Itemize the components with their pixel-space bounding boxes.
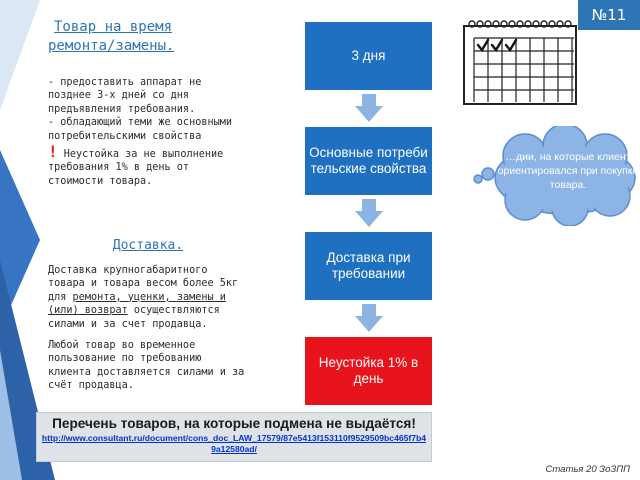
flow-box-delivery: Доставка при требовании — [305, 232, 432, 300]
thought-cloud-icon — [473, 126, 636, 226]
heading-line-1: Товар на время — [54, 19, 173, 35]
flow-box-properties: Основные потребительские свойства — [305, 127, 432, 195]
delivery-text: Доставка крупногабаритного товара и това… — [48, 264, 248, 393]
down-arrow-icon — [355, 94, 383, 122]
penalty-warning: ! Неустойка за не выполнение требования … — [48, 142, 248, 188]
requirement-2: - обладающий теми же основными потребите… — [48, 117, 233, 142]
delivery-title: Доставка. — [112, 238, 184, 253]
down-arrow-icon — [355, 199, 383, 227]
delivery-paragraph-2: Любой товар во временное пользование по … — [48, 340, 245, 392]
flow-box-3-days: 3 дня — [305, 22, 432, 90]
heading-line-2: ремонта/замены. — [48, 38, 175, 54]
delivery-p1-end: осуществляются силами и за счет продавца… — [48, 305, 220, 330]
penalty-box-main: Неустойка — [318, 355, 388, 370]
excluded-goods-banner: Перечень товаров, на которые подмена не … — [36, 412, 432, 462]
calendar-checkmarks-icon — [463, 20, 577, 105]
banner-title: Перечень товаров, на которые подмена не … — [52, 416, 416, 431]
flow-box-penalty: Неустойка 1% в день — [305, 337, 432, 405]
down-arrow-icon — [355, 304, 383, 332]
requirements-text: - предоставить аппарат не позднее 3-х дн… — [48, 76, 248, 188]
cloud-text: …дии, на которые клиент ориентировался п… — [497, 151, 639, 191]
consultant-link[interactable]: http://www.consultant.ru/document/cons_d… — [41, 433, 427, 454]
delivery-paragraph-1: Доставка крупногабаритного товара и това… — [48, 264, 248, 331]
deco-triangle-top — [0, 0, 40, 110]
deco-triangle-corner — [0, 350, 22, 480]
footer-note: Статья 20 ЗоЗПП — [545, 464, 631, 475]
requirement-1: - предоставить аппарат не позднее 3-х дн… — [48, 77, 202, 115]
deco-triangle-mid — [0, 150, 40, 330]
delivery-p1-start: Доставка крупногабаритного товара и това… — [48, 265, 239, 303]
exclamation-mark: ! — [48, 142, 58, 162]
delivery-p1-underlined: ремонта, уценки, замены и (или) возврат — [48, 291, 226, 317]
penalty-box-percent: 1% в день — [353, 355, 419, 386]
penalty-text: Неустойка за не выполнение требования 1%… — [48, 149, 224, 187]
slide-number: №11 — [578, 0, 640, 30]
section-heading: Товар на время ремонта/замены. — [48, 18, 248, 56]
